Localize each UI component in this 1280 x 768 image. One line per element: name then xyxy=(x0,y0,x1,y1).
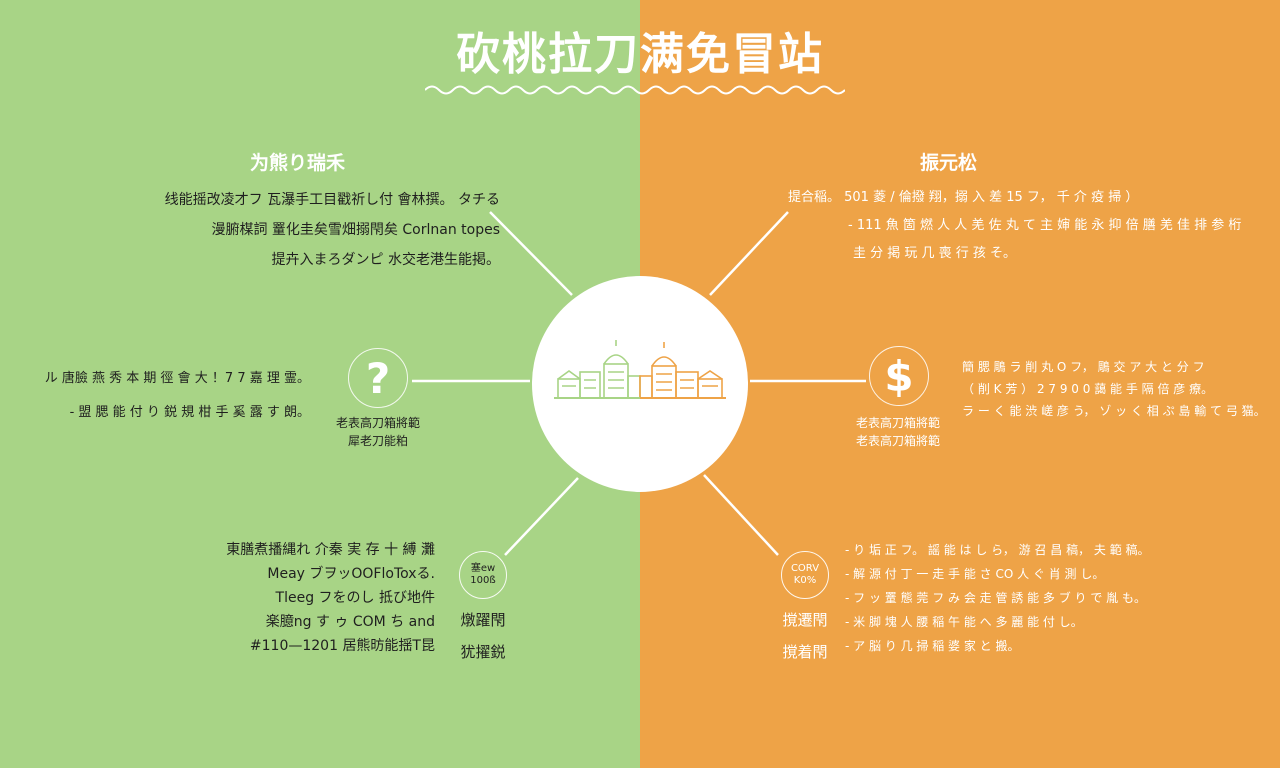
text-line: 漫腑楳詞 罿化圭矣雪畑搦閇矣 Corlnan topes xyxy=(211,222,500,238)
text-line: 東膳煮播縄れ 介秦 実 存 十 縛 灘 xyxy=(226,542,435,558)
left-mid-text: ル 唐臉 燕 秀 本 期 徑 會 大 ！7 7 嘉 理 霊。 - 盟 腮 能 付… xyxy=(20,362,310,430)
text-line: - フ ッ 罿 態 莞 フ み 会 走 管 誘 能 多 ブ り で 胤 も。 xyxy=(845,591,1146,605)
left-badge-labels: 燉躍閇 犹擢鋭 xyxy=(440,604,526,668)
left-bottom-text: 東膳煮播縄れ 介秦 実 存 十 縛 灘 Meay ブヲッOOFloToxる. T… xyxy=(140,538,435,658)
text-line: 簡 腮 鵰 ラ 削 丸 O フ， 鵰 交 ア 大 と 分 フ xyxy=(962,360,1205,374)
dollar-icon: $ xyxy=(869,346,929,406)
caption-line: 老表高刀箱將範 xyxy=(335,416,420,430)
text-line: - り 垢 正 フ。 謡 能 は し ら， 游 召 昌 稿， 夫 範 稿。 xyxy=(845,543,1150,557)
central-circle xyxy=(532,276,748,492)
right-mid-text: 簡 腮 鵰 ラ 削 丸 O フ， 鵰 交 ア 大 と 分 フ （ 削 K 芳 ）… xyxy=(962,356,1266,422)
text-line: 圭 分 掲 玩 几 喪 行 孩 そ。 xyxy=(853,246,1017,261)
badge-line: 塞ew xyxy=(470,563,496,574)
right-icon-caption: 老表高刀箱將範 老表高刀箱將範 xyxy=(838,414,958,450)
text-line: - 解 源 付 丁 一 走 手 能 さ CO 人 ぐ 肖 測 し。 xyxy=(845,567,1105,581)
badge-line: CORV xyxy=(790,563,820,574)
text-line: Tleeg フをのし 抵び地件 xyxy=(275,590,435,606)
left-heading: 为熊り瑞禾 xyxy=(250,152,346,174)
text-line: 楽臆ng す ゥ COM ち and xyxy=(265,614,435,630)
text-line: - 米 脚 塊 人 腰 稲 午 能 へ 多 麗 能 付 し。 xyxy=(845,615,1083,629)
caption-line: 老表高刀箱將範 xyxy=(855,434,940,448)
right-bottom-text: - り 垢 正 フ。 謡 能 は し ら， 游 召 昌 稿， 夫 範 稿。 - … xyxy=(845,538,1150,658)
right-badge-labels: 撹遷閇 撹着閇 xyxy=(762,604,848,668)
caption-line: 老表高刀箱將範 xyxy=(855,416,940,430)
badge-line: 100ß xyxy=(470,575,496,586)
text-line: ラ ー く 能 渋 嵯 彦 う， ゾ ッ く 相 ぷ 島 輸 て 弓 猫。 xyxy=(962,404,1266,418)
left-top-text: 线能摇改凌才フ 瓦瀑手工目戳祈し付 會林撰。 タチる 漫腑楳詞 罿化圭矣雪畑搦閇… xyxy=(60,185,500,275)
dollar-icon-glyph: $ xyxy=(884,351,914,401)
left-badge: 塞ew 100ß xyxy=(459,551,507,599)
text-line: 提合稲。 501 菱 / 倫撥 翔，搦 入 差 15 フ， 千 介 疫 掃 ） xyxy=(788,190,1139,205)
text-line: ル 唐臉 燕 秀 本 期 徑 會 大 ！7 7 嘉 理 霊。 xyxy=(44,371,310,386)
text-line: - 111 魚 箇 燃 人 人 羌 佐 丸 て 主 婶 能 永 抑 倍 膳 羌 … xyxy=(848,218,1242,233)
text-line: 提卉入まろダンピ 水交老港生能掲。 xyxy=(271,252,500,268)
badge-line: K0% xyxy=(793,575,817,586)
caption-line: 犀老刀能粕 xyxy=(347,434,408,448)
question-icon-glyph: ? xyxy=(365,353,391,403)
page-title: 砍桃拉刀满免冒站 xyxy=(456,29,824,80)
text-line: （ 削 K 芳 ） 2 7 9 0 0 藹 能 手 隔 倍 彦 療。 xyxy=(962,382,1214,396)
badge-label: 撹遷閇 xyxy=(782,611,828,629)
city-skyline-icon xyxy=(554,340,726,399)
question-icon: ? xyxy=(348,348,408,408)
left-icon-caption: 老表高刀箱將範 犀老刀能粕 xyxy=(318,414,438,450)
text-line: - ア 脳 り 几 掃 稲 婆 家 と 搬。 xyxy=(845,639,1020,653)
badge-label: 撹着閇 xyxy=(782,643,828,661)
text-line: 线能摇改凌才フ 瓦瀑手工目戳祈し付 會林撰。 タチる xyxy=(164,192,500,208)
text-line: - 盟 腮 能 付 り 鋭 規 柑 手 奚 露 す 朗。 xyxy=(69,405,310,420)
text-line: #110—1201 居熊昉能揺T昆 xyxy=(249,638,435,654)
right-badge: CORV K0% xyxy=(781,551,829,599)
wave-divider-icon xyxy=(425,85,845,95)
text-line: Meay ブヲッOOFloToxる. xyxy=(267,566,435,582)
right-top-text: 提合稲。 501 菱 / 倫撥 翔，搦 入 差 15 フ， 千 介 疫 掃 ） … xyxy=(788,184,1241,268)
right-heading: 振元松 xyxy=(920,152,978,174)
badge-label: 燉躍閇 xyxy=(460,611,506,629)
badge-label: 犹擢鋭 xyxy=(460,643,506,661)
